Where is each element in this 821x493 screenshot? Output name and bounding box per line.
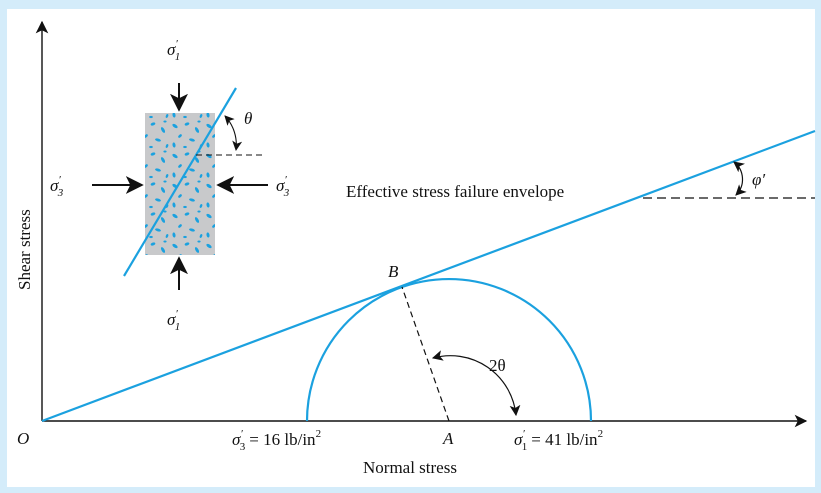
- failure-envelope-line: [41, 129, 816, 423]
- radius-ab-dashed: [401, 286, 450, 422]
- sigma3-left-label: σ′3: [50, 174, 64, 199]
- envelope-label: Effective stress failure envelope: [346, 182, 564, 201]
- point-a-label: A: [442, 429, 454, 448]
- theta-label: θ: [244, 109, 252, 128]
- phi-label: φ′: [752, 170, 765, 189]
- theta-arc-icon: [224, 115, 243, 151]
- x-axis-title: Normal stress: [363, 458, 457, 477]
- y-axis-title: Shear stress: [15, 209, 34, 290]
- two-theta-arc-icon: [431, 350, 521, 417]
- two-theta-label: 2θ: [489, 356, 506, 375]
- sigma3-value-label: σ′3= 16 lb/in2: [232, 428, 321, 453]
- point-b-label: B: [388, 262, 399, 281]
- sigma1-bottom-label: σ′1: [167, 308, 180, 333]
- sigma3-right-label: σ′3: [276, 174, 290, 199]
- sigma1-top-label: σ′1: [167, 38, 180, 63]
- origin-label: O: [17, 429, 29, 448]
- sigma1-value-label: σ′1= 41 lb/in2: [514, 428, 603, 453]
- failure-plane-line: [123, 87, 237, 277]
- phi-arc-icon: [733, 161, 747, 196]
- mohr-circle: [305, 277, 593, 422]
